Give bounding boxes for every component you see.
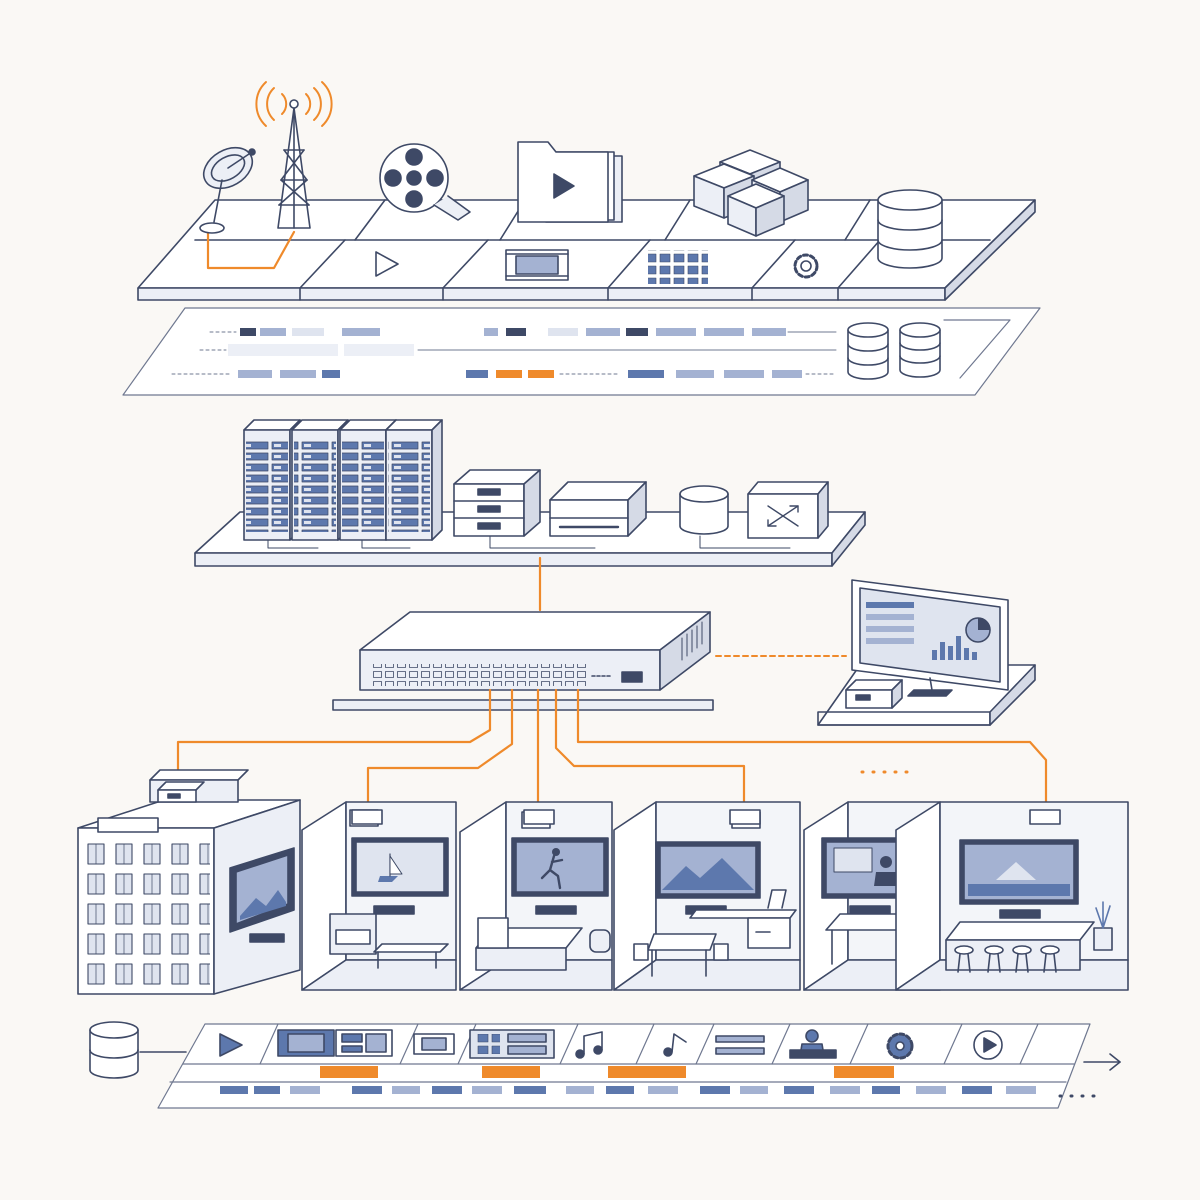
film-strip-icon bbox=[277, 1029, 335, 1057]
broadcast-waves bbox=[255, 81, 333, 127]
distribution-layer bbox=[332, 556, 1036, 726]
server-layer bbox=[194, 419, 866, 567]
server-rack-icon bbox=[339, 419, 397, 541]
media-encoder-icon bbox=[453, 469, 541, 537]
modules-cubes-icon bbox=[693, 149, 809, 237]
network-storage-icon bbox=[549, 481, 647, 537]
building-lobby bbox=[77, 769, 301, 995]
display-screen bbox=[229, 847, 295, 943]
dish-to-tower-cable bbox=[206, 230, 296, 270]
database-icon bbox=[847, 322, 889, 380]
timeline-row-2 bbox=[228, 344, 414, 356]
film-strip-icon bbox=[413, 1033, 455, 1055]
dining-table-icon bbox=[633, 933, 729, 977]
music-note-icon bbox=[575, 1031, 603, 1059]
database-icon bbox=[877, 189, 943, 269]
armchair-icon bbox=[329, 913, 377, 955]
rack-cabling bbox=[267, 535, 791, 549]
side-table-icon bbox=[589, 929, 611, 953]
database-icon bbox=[89, 1021, 139, 1079]
arrow-right-icon bbox=[1083, 1053, 1121, 1071]
signal-router-icon bbox=[747, 481, 829, 539]
guest-bedroom bbox=[459, 801, 613, 991]
monitoring-workstation-icon bbox=[817, 579, 1036, 726]
lounge-room bbox=[301, 801, 457, 991]
display-screen bbox=[351, 837, 449, 915]
bed-icon bbox=[475, 917, 583, 971]
dining-area bbox=[613, 801, 801, 991]
bar-lounge bbox=[895, 801, 1129, 991]
layout-icon bbox=[469, 1029, 555, 1059]
bar-counter-icon bbox=[945, 921, 1095, 971]
database-icon bbox=[679, 485, 729, 535]
satellite-dish-icon bbox=[199, 146, 256, 234]
distribution-cables bbox=[176, 688, 1048, 812]
display-screen bbox=[511, 837, 609, 915]
timeline-row-3 bbox=[238, 370, 802, 378]
desk-icon bbox=[689, 909, 797, 949]
media-player-icon bbox=[157, 781, 205, 803]
play-circle-icon bbox=[973, 1030, 1003, 1060]
plant-icon bbox=[1093, 901, 1113, 951]
source-layer bbox=[137, 81, 1036, 301]
text-lines-icon bbox=[715, 1035, 765, 1055]
server-rack-icon bbox=[291, 419, 349, 541]
bar-stool-icon bbox=[954, 945, 1060, 973]
server-rack-icon bbox=[385, 419, 443, 541]
switch-shelf bbox=[332, 699, 714, 711]
tile-grid-icon bbox=[648, 250, 708, 284]
broadcast-tower-icon bbox=[255, 81, 333, 229]
media-timeline bbox=[122, 307, 1041, 396]
database-icon bbox=[899, 322, 941, 378]
desk-lamp-icon bbox=[767, 889, 787, 909]
timeline-row-1 bbox=[240, 328, 786, 336]
switch-vents bbox=[681, 621, 703, 661]
room-media-players bbox=[351, 809, 1061, 825]
presenter-icon bbox=[789, 1029, 837, 1059]
playlist-track bbox=[220, 1066, 1036, 1094]
gear-icon bbox=[886, 1032, 914, 1060]
play-icon bbox=[219, 1033, 243, 1057]
network-switch-icon bbox=[359, 611, 711, 691]
film-reel-icon bbox=[379, 143, 471, 221]
tile-film-strip-icon bbox=[505, 249, 569, 281]
display-screen bbox=[959, 839, 1079, 919]
venue-layer bbox=[77, 769, 1129, 995]
music-note-icon bbox=[663, 1033, 687, 1057]
layout-icon bbox=[335, 1029, 393, 1057]
tile-play-icon bbox=[375, 251, 399, 277]
playlist-timeline bbox=[89, 1021, 1121, 1109]
dashboard-panel bbox=[866, 602, 977, 660]
tile-gear-icon bbox=[793, 253, 819, 279]
coffee-table-icon bbox=[373, 943, 449, 969]
video-folder-icon bbox=[517, 141, 623, 223]
display-screen bbox=[655, 841, 761, 915]
mini-pc-icon bbox=[845, 679, 903, 709]
